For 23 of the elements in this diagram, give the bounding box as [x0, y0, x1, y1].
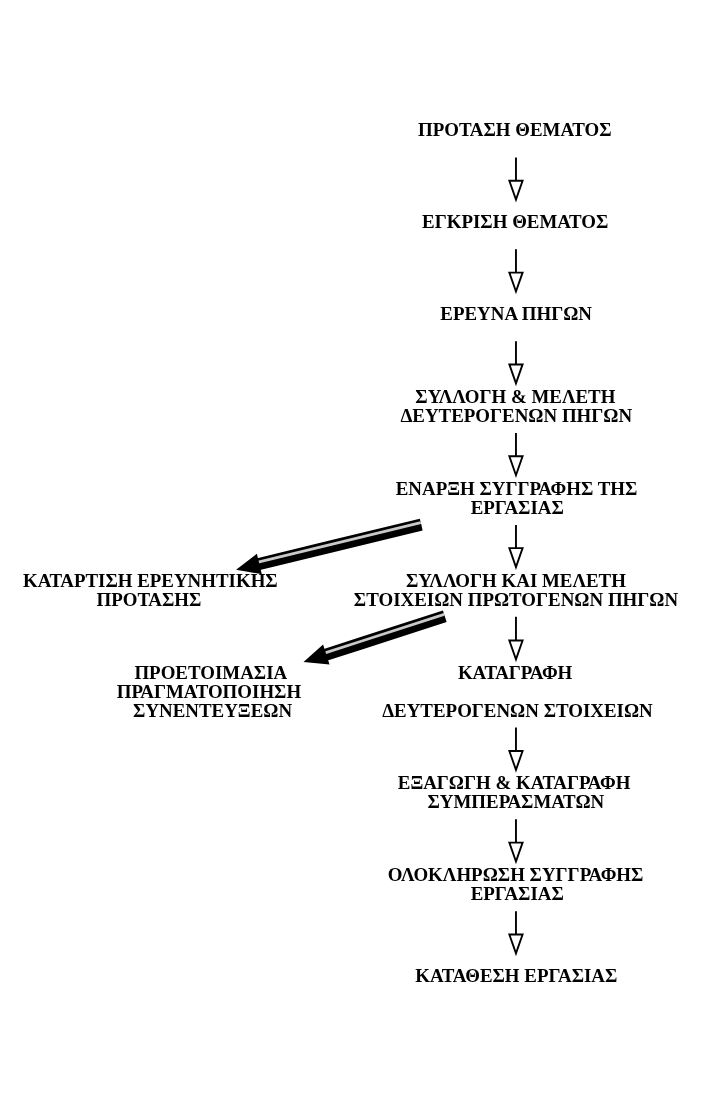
node-text: ΟΛΟΚΛΗΡΩΣΗ ΣΥΓΓΡΑΦΗΣ ΕΡΓΑΣΙΑΣ [387, 863, 644, 904]
node-text: ΠΡΟΤΑΣΗ ΘΕΜΑΤΟΣ [418, 118, 612, 140]
node-text: ΠΡΟΕΤΟΙΜΑΣΙΑ ΠΡΑΓΜΑΤΟΠΟΙΗΣΗ ΣΥΝΕΝΤΕΥΞΕΩΝ [116, 661, 302, 721]
node-text: ΚΑΤΑΓΡΑΦΗ ΔΕΥΤΕΡΟΓΕΝΩΝ ΣΤΟΙΧΕΙΩΝ [382, 661, 653, 721]
node-text: ΚΑΤΑΡΤΙΣΗ ΕΡΕΥΝΗΤΙΚΗΣ ΠΡΟΤΑΣΗΣ [22, 569, 278, 610]
arrow [508, 247, 524, 294]
node-text: ΣΥΛΛΟΓΗ ΚΑΙ ΜΕΛΕΤΗ ΣΤΟΙΧΕΙΩΝ ΠΡΩΤΟΓΕΝΩΝ ΠΗΓΩΝ [353, 569, 679, 610]
arrow [508, 726, 524, 773]
node-text: ΣΥΛΛΟΓΗ & ΜΕΛΕΤΗ ΔΕΥΤΕΡΟΓΕΝΩΝ ΠΗΓΩΝ [400, 385, 633, 426]
arrow [236, 518, 423, 574]
node-text: ΕΝΑΡΞΗ ΣΥΓΓΡΑΦΗΣ ΤΗΣ ΕΡΓΑΣΙΑΣ [395, 477, 638, 518]
node-text: ΚΑΤΑΘΕΣΗ ΕΡΓΑΣΙΑΣ [415, 964, 618, 986]
node-text: ΕΞΑΓΩΓΗ & ΚΑΤΑΓΡΑΦΗ ΣΥΜΠΕΡΑΣΜΑΤΩΝ [397, 771, 631, 812]
arrow [303, 610, 447, 665]
arrow [508, 339, 524, 386]
arrow [508, 817, 524, 864]
arrow [508, 156, 524, 202]
arrow [508, 909, 524, 956]
node-text: ΕΓΚΡΙΣΗ ΘΕΜΑΤΟΣ [422, 210, 609, 232]
arrow [508, 431, 524, 478]
node-text: ΕΡΕΥΝΑ ΠΗΓΩΝ [440, 302, 592, 324]
arrow [508, 615, 524, 662]
arrow [508, 523, 524, 570]
